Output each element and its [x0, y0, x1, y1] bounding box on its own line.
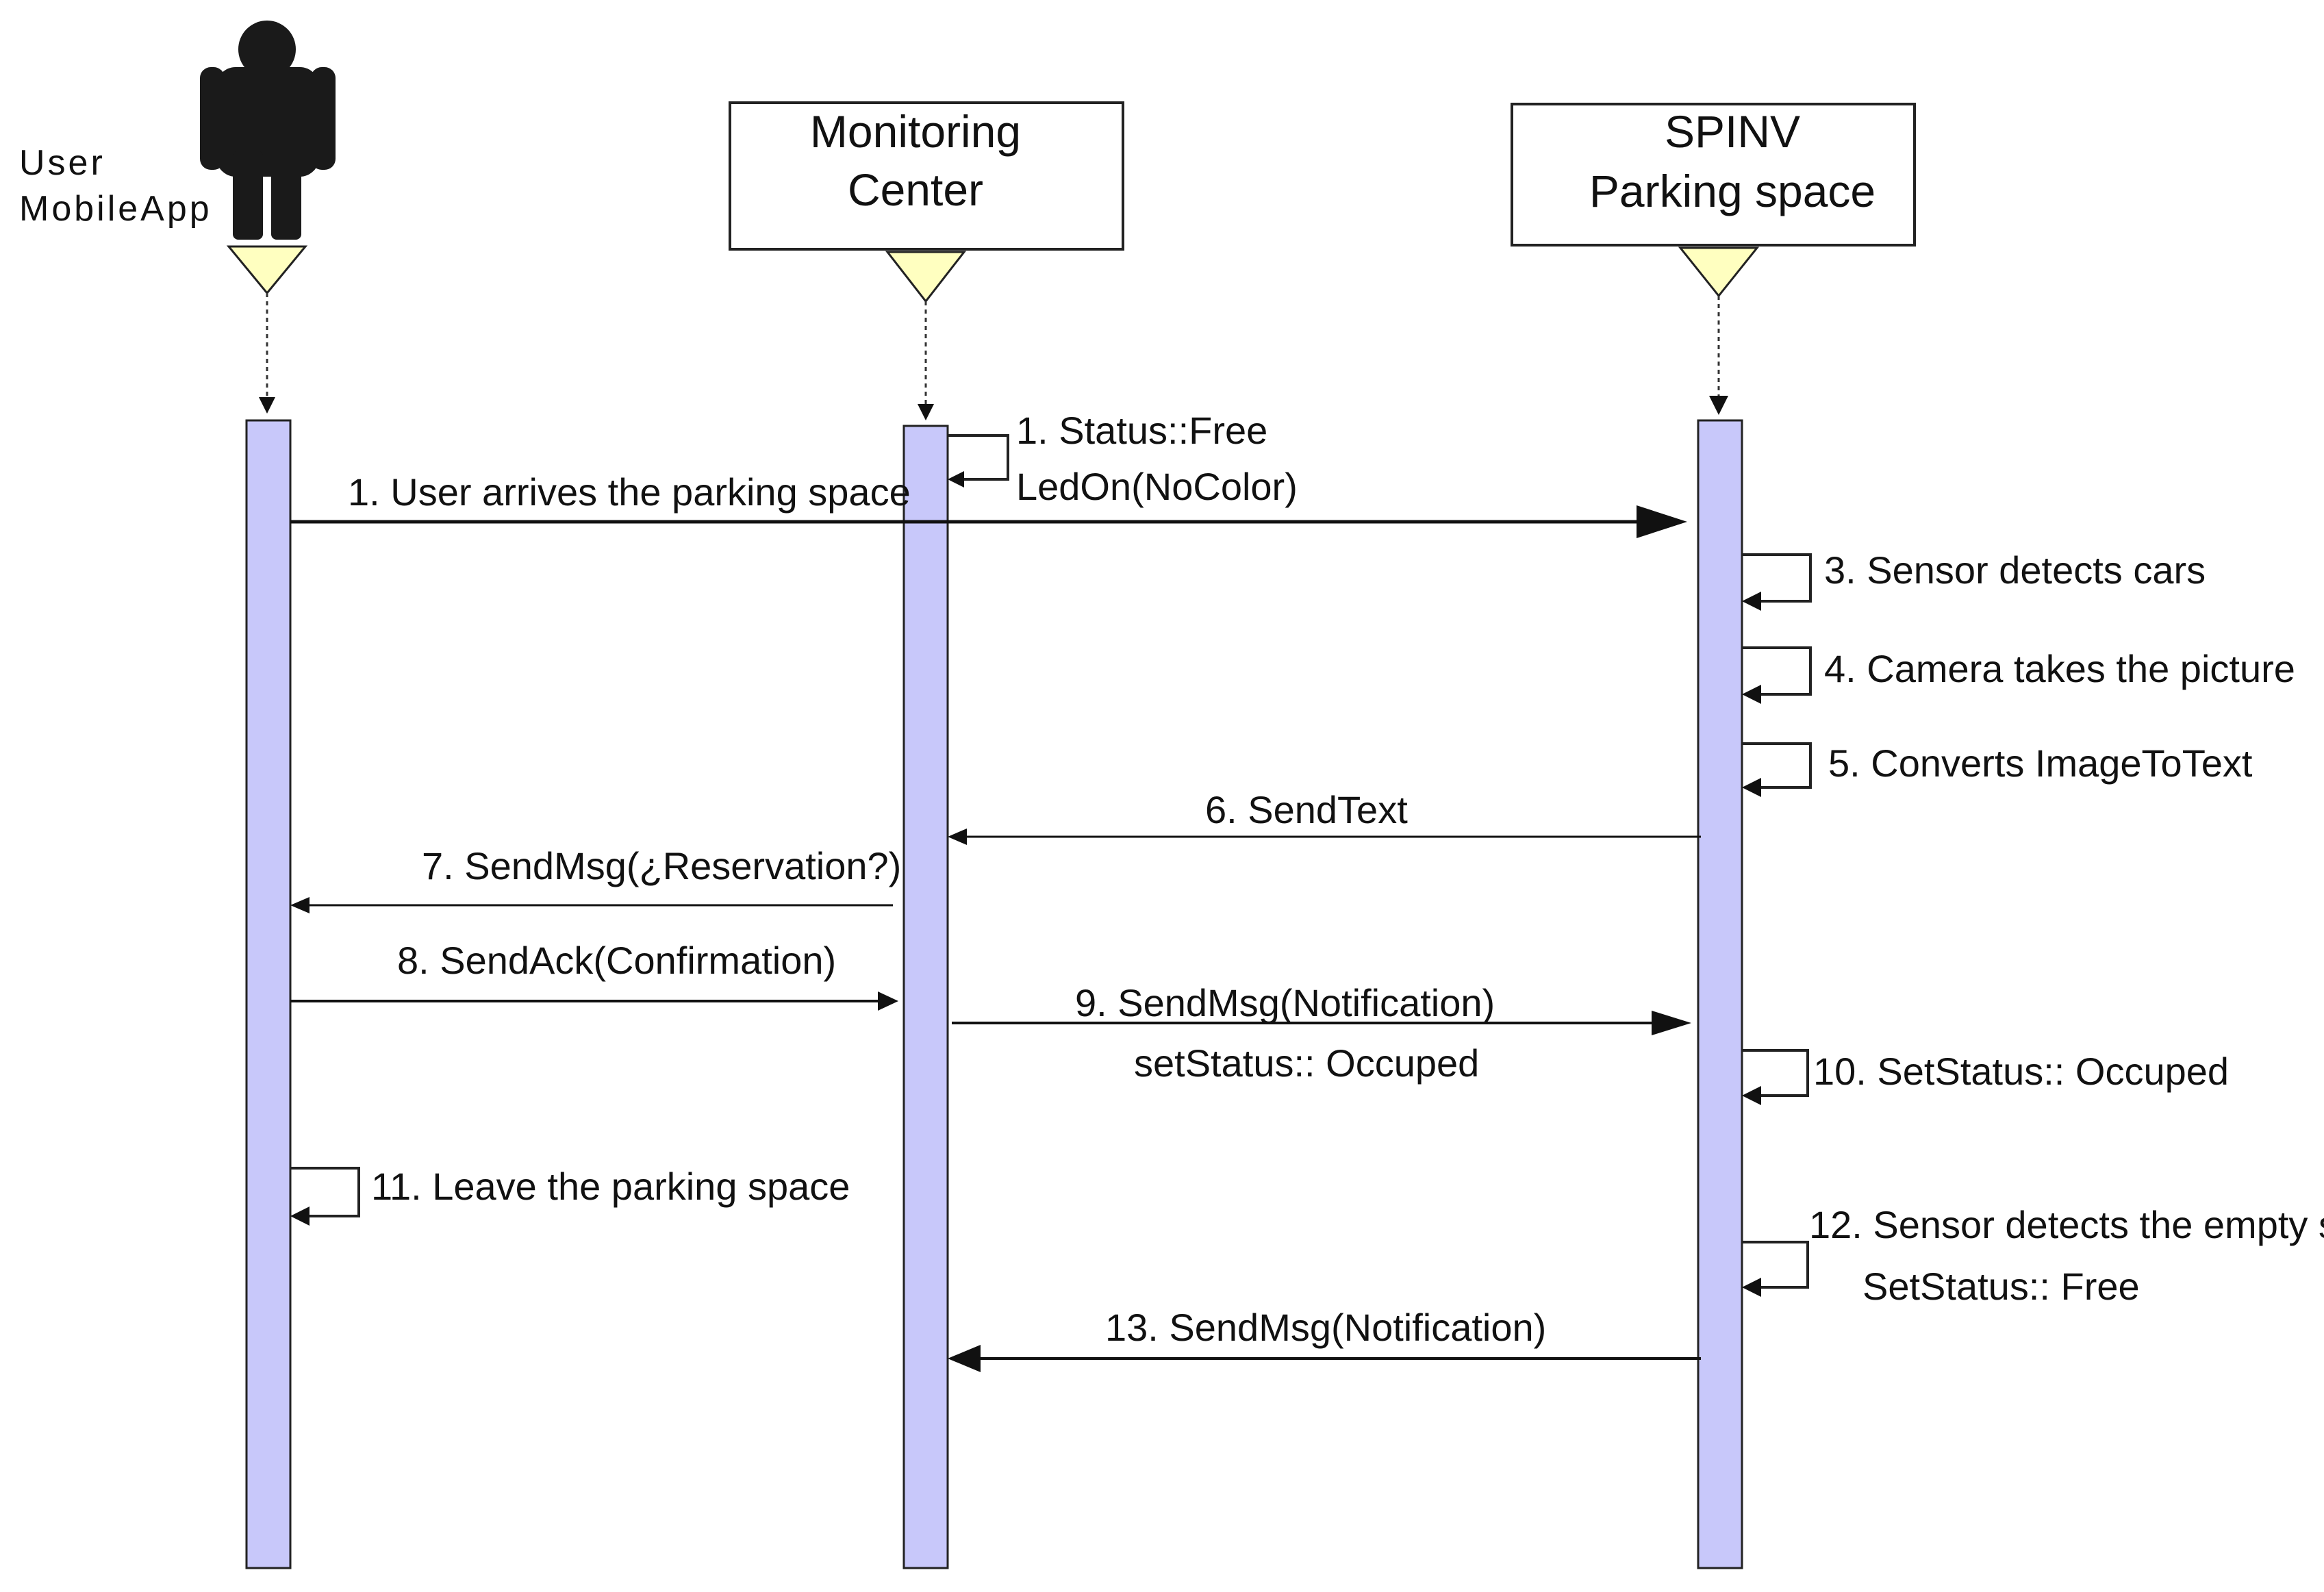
send-text-arrowhead — [948, 829, 967, 845]
user-lifeline-marker — [226, 245, 308, 295]
set-status-occuped-label: setStatus:: Occuped — [1134, 1041, 1479, 1085]
send-text-label: 6. SendText — [1205, 788, 1408, 831]
monitoring-connector-arrowhead — [918, 404, 934, 420]
send-msg-final-arrowhead — [948, 1345, 981, 1372]
spinv-box — [1511, 103, 1916, 247]
set-status-arrowhead — [1742, 1086, 1761, 1105]
leave-label: 11. Leave the parking space — [371, 1165, 850, 1208]
converts-self-loop — [1742, 742, 1812, 789]
status-free-self-loop — [948, 434, 1009, 481]
sensor-detects-self-loop — [1742, 553, 1812, 603]
user-arrives-label: 1. User arrives the parking space — [348, 470, 911, 514]
led-on-label: LedOn(NoColor) — [1016, 465, 1298, 508]
user-connector-arrowhead — [259, 397, 275, 414]
user-actor-label-line2: MobileApp — [19, 189, 212, 229]
monitoring-center-title-line2: Center — [848, 164, 983, 215]
set-status-free-label: SetStatus:: Free — [1862, 1265, 2140, 1308]
spinv-title-line1: SPINV — [1665, 106, 1800, 157]
converts-label: 5. Converts ImageToText — [1828, 742, 2253, 785]
spinv-connector-arrowhead — [1709, 396, 1728, 415]
user-activation-bar — [245, 419, 292, 1569]
spinv-title-line2: Parking space — [1589, 166, 1875, 216]
leave-self-loop — [290, 1167, 360, 1217]
status-free-self-loop-arrowhead — [948, 471, 964, 488]
set-status-label: 10. SetStatus:: Occuped — [1813, 1050, 2229, 1093]
user-actor-icon — [200, 21, 336, 240]
camera-self-loop — [1742, 646, 1812, 696]
set-status-self-loop — [1742, 1049, 1809, 1097]
spinv-lifeline-marker — [1678, 247, 1760, 298]
user-actor-label-line1: User — [19, 143, 105, 183]
monitoring-lifeline-marker — [885, 251, 967, 303]
send-msg-notification-arrowhead — [1652, 1011, 1691, 1035]
monitoring-center-title-line1: Monitoring — [810, 106, 1021, 157]
camera-label: 4. Camera takes the picture — [1824, 647, 2295, 690]
send-ack-arrowhead — [878, 991, 898, 1011]
sensor-detects-arrowhead — [1742, 592, 1761, 611]
empty-space-label: 12. Sensor detects the empty space — [1809, 1203, 2324, 1246]
monitoring-center-box — [729, 101, 1124, 251]
converts-arrowhead — [1742, 778, 1761, 797]
send-ack-label: 8. SendAck(Confirmation) — [397, 939, 836, 982]
camera-arrowhead — [1742, 685, 1761, 704]
send-msg-reservation-label: 7. SendMsg(¿Reservation?) — [422, 844, 901, 887]
send-msg-notification-label: 9. SendMsg(Notification) — [1075, 981, 1495, 1024]
spinv-activation-bar — [1697, 419, 1743, 1569]
empty-space-arrowhead — [1742, 1278, 1761, 1297]
status-free-label: 1. Status::Free — [1016, 409, 1267, 452]
sensor-detects-label: 3. Sensor detects cars — [1824, 548, 2206, 592]
send-msg-reservation-arrowhead — [290, 897, 310, 913]
send-msg-final-label: 13. SendMsg(Notification) — [1105, 1306, 1546, 1349]
leave-arrowhead — [290, 1206, 310, 1226]
empty-space-self-loop — [1742, 1241, 1809, 1289]
monitoring-activation-bar — [902, 425, 949, 1569]
user-arrives-arrowhead — [1637, 505, 1687, 538]
